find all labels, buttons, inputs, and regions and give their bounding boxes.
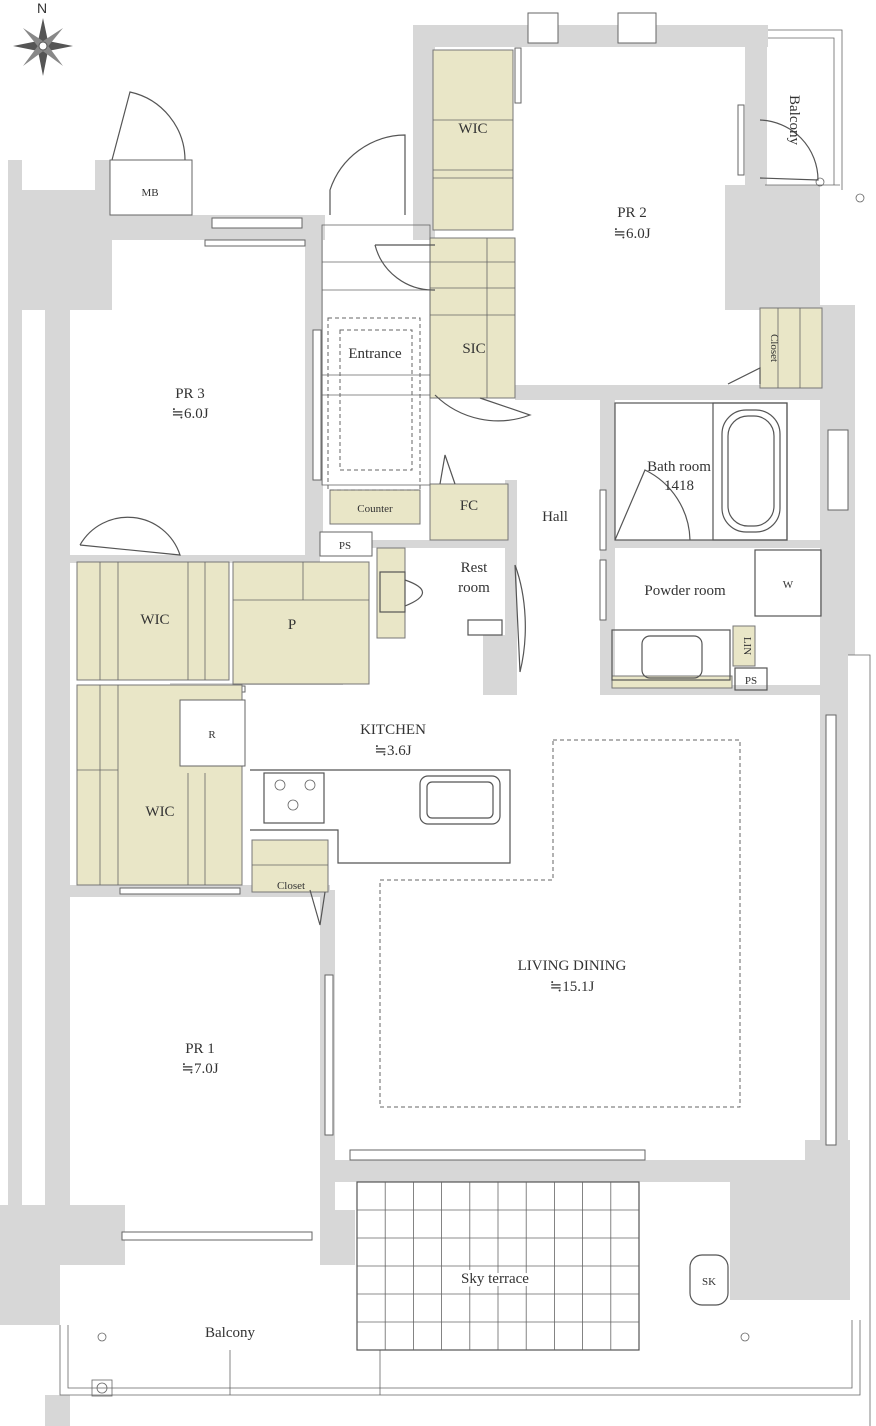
pr2-size: ≒6.0J <box>613 226 650 242</box>
pr1-size: ≒7.0J <box>181 1061 218 1077</box>
balcony-railings <box>59 29 871 1426</box>
compass-north-label: N <box>37 0 47 16</box>
washer-label: W <box>783 579 794 591</box>
sk-label: SK <box>702 1276 716 1288</box>
fixtures <box>109 159 822 1351</box>
room-labels: N MB PR 3 ≒6.0J PR 2 ≒6.0J PR 1 ≒7.0J WI… <box>37 0 802 1341</box>
bathroom-label-line2: 1418 <box>664 478 694 494</box>
door-swings <box>79 91 819 926</box>
counter-label: Counter <box>357 503 393 515</box>
wic-top-label: WIC <box>458 121 487 137</box>
entrance-label: Entrance <box>348 346 402 362</box>
fc-label: FC <box>460 498 478 514</box>
wic-mid-label: WIC <box>140 612 169 628</box>
sky-terrace-label: Sky terrace <box>461 1271 529 1287</box>
ps-entrance-label: PS <box>339 540 351 552</box>
closet-pr1-label: Closet <box>277 880 305 892</box>
closet-pr2-label: Closet <box>768 334 780 362</box>
living-dining-size: ≒15.1J <box>550 979 595 995</box>
restroom-label-line1: Rest <box>461 560 489 576</box>
kitchen-size: ≒3.6J <box>374 743 411 759</box>
hall-label: Hall <box>542 509 568 525</box>
ps-powder-label: PS <box>745 675 757 687</box>
pantry-label: P <box>288 617 296 633</box>
sic-label: SIC <box>462 341 485 357</box>
mb-label: MB <box>141 187 158 199</box>
balcony-bottom-label: Balcony <box>205 1325 255 1341</box>
refrigerator-label: R <box>208 729 216 741</box>
pr1-name: PR 1 <box>185 1041 215 1057</box>
powder-room-label: Powder room <box>644 583 726 599</box>
pr2-name: PR 2 <box>617 205 647 221</box>
kitchen-name: KITCHEN <box>360 722 426 738</box>
north-compass <box>13 18 73 76</box>
bathroom-label-line1: Bath room <box>647 459 711 475</box>
storage-areas <box>76 49 823 893</box>
pr3-name: PR 3 <box>175 386 205 402</box>
balcony-top-label: Balcony <box>786 95 802 145</box>
restroom-label-line2: room <box>458 580 490 596</box>
lin-label: LIN <box>741 637 753 655</box>
windows <box>119 12 849 1241</box>
sky-terrace-grid <box>357 1182 639 1350</box>
living-dining-name: LIVING DINING <box>518 958 627 974</box>
pr3-size: ≒6.0J <box>171 406 208 422</box>
shelf-details <box>77 119 801 885</box>
wic-low-label: WIC <box>145 804 174 820</box>
